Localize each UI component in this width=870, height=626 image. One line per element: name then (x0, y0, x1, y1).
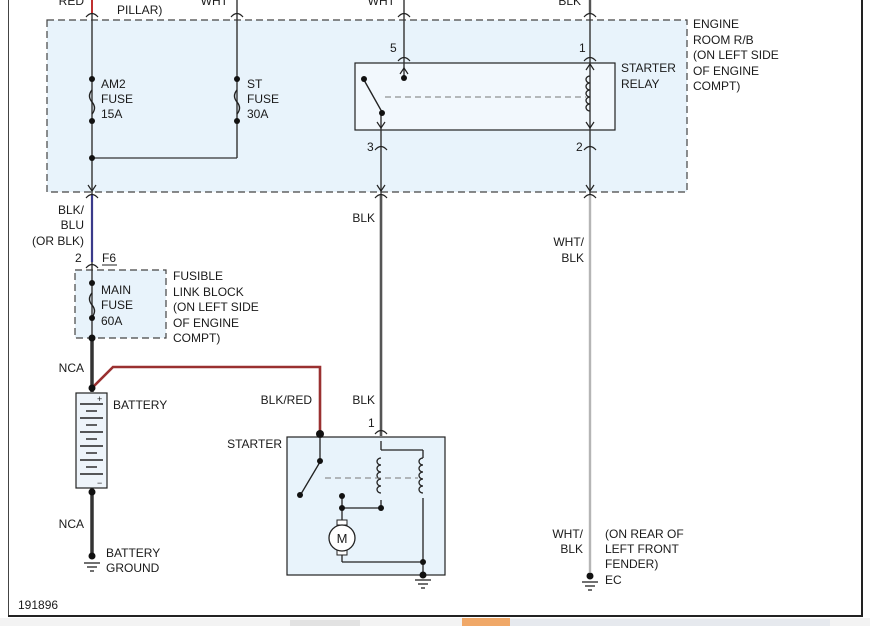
top-label-pillar: PILLAR) (117, 3, 162, 17)
fusible-link-block-label: FUSIBLE LINK BLOCK (ON LEFT SIDE OF ENGI… (173, 269, 259, 345)
svg-text:FUSE: FUSE (247, 92, 279, 106)
ground-icon-ec (582, 572, 598, 591)
ec-ground-location-label: (ON REAR OF LEFT FRONT FENDER) (605, 527, 684, 571)
svg-text:BATTERY: BATTERY (106, 546, 160, 560)
motor-icon (328, 524, 356, 552)
starter-dots (297, 458, 427, 579)
top-label-red: RED (59, 0, 85, 8)
battery-cells (80, 403, 103, 475)
bottom-strip-segment (290, 620, 360, 626)
wire-label-wht-blk-lower: WHT/ BLK (552, 527, 583, 556)
svg-text:BLK: BLK (560, 542, 583, 556)
battery-label: BATTERY (113, 398, 167, 412)
wire-label-blk-starter: BLK (352, 393, 375, 407)
bottom-strip-segment-right (510, 619, 830, 626)
svg-text:COMPT): COMPT) (693, 79, 740, 93)
wire-label-blk-red: BLK/RED (261, 393, 313, 407)
main-fuse-label: MAIN FUSE 60A (101, 283, 133, 328)
bottom-toolbar-strip (0, 618, 870, 626)
junction-dots (88, 76, 324, 496)
svg-text:COMPT): COMPT) (173, 331, 220, 345)
fusible-link-pin-label: 2 (75, 251, 82, 265)
svg-text:GROUND: GROUND (106, 561, 160, 575)
svg-text:ST: ST (247, 77, 263, 91)
svg-text:FUSIBLE: FUSIBLE (173, 269, 223, 283)
relay-contact-top (361, 76, 367, 82)
relay-switch-contact (363, 79, 383, 113)
top-label-wht-2: WHT (368, 0, 396, 8)
svg-text:LINK BLOCK: LINK BLOCK (173, 285, 244, 299)
svg-text:STARTER: STARTER (621, 61, 676, 75)
svg-text:AM2: AM2 (101, 77, 126, 91)
svg-text:(OR BLK): (OR BLK) (32, 234, 84, 248)
relay-pin-3-label: 3 (367, 140, 374, 154)
st-fuse-label: ST FUSE 30A (247, 77, 279, 121)
starter-relay-label: STARTER RELAY (621, 61, 676, 91)
ground-icon-starter (415, 579, 431, 589)
svg-text:FUSE: FUSE (101, 298, 133, 312)
svg-text:(ON REAR OF: (ON REAR OF (605, 527, 684, 541)
svg-text:FENDER): FENDER) (605, 557, 658, 571)
wire-blk-red (91, 365, 322, 433)
ground-icon-battery (84, 552, 100, 572)
svg-text:60A: 60A (101, 314, 122, 328)
svg-text:OF ENGINE: OF ENGINE (173, 316, 239, 330)
wire-label-blk-blu: BLK/ BLU (OR BLK) (32, 203, 85, 248)
svg-text:15A: 15A (101, 107, 122, 121)
starter-coil-1 (376, 457, 382, 494)
wire-label-nca-top: NCA (59, 361, 84, 375)
svg-text:FUSE: FUSE (101, 92, 133, 106)
wire-label-blk-mid: BLK (352, 211, 375, 225)
relay-contact-pin5 (401, 75, 407, 81)
svg-text:OF ENGINE: OF ENGINE (693, 64, 759, 78)
svg-text:(ON LEFT SIDE: (ON LEFT SIDE (173, 300, 259, 314)
am2-fuse-symbol (88, 89, 96, 115)
motor-label: M (337, 531, 348, 546)
svg-text:LEFT FRONT: LEFT FRONT (605, 542, 679, 556)
svg-text:(ON LEFT SIDE: (ON LEFT SIDE (693, 48, 779, 62)
svg-text:ROOM R/B: ROOM R/B (693, 33, 754, 47)
frame-id: 191896 (18, 598, 58, 612)
starter-pin-1-label: 1 (368, 416, 375, 430)
fusible-link-connector-label: F6 (102, 251, 116, 265)
ec-ground-code: EC (605, 573, 622, 587)
svg-text:ENGINE: ENGINE (693, 17, 739, 31)
starter-coil-2 (418, 457, 424, 494)
bottom-strip-tab-orange[interactable] (462, 618, 510, 626)
battery-minus-sign: − (97, 478, 102, 488)
wire-label-wht-blk-upper: WHT/ BLK (553, 235, 584, 265)
battery-ground-label: BATTERY GROUND (106, 546, 160, 575)
svg-text:WHT/: WHT/ (553, 235, 584, 249)
relay-pin-5-label: 5 (390, 41, 397, 55)
svg-text:BLK: BLK (561, 251, 584, 265)
top-label-wht: WHT (201, 0, 229, 8)
svg-text:RELAY: RELAY (621, 77, 659, 91)
starter-label: STARTER (227, 437, 282, 451)
svg-text:MAIN: MAIN (101, 283, 131, 297)
engine-room-rb-label: ENGINE ROOM R/B (ON LEFT SIDE OF ENGINE … (693, 17, 779, 93)
relay-pin-1-label: 1 (579, 41, 586, 55)
battery-body (75, 392, 108, 489)
svg-text:30A: 30A (247, 107, 268, 121)
relay-coil-symbol (585, 75, 591, 112)
top-label-blk: BLK (558, 0, 581, 8)
relay-pin-2-label: 2 (576, 140, 583, 154)
battery-plus-sign: + (97, 394, 102, 404)
connector-arcs (85, 12, 597, 435)
main-fuse-symbol (88, 292, 96, 318)
svg-text:WHT/: WHT/ (552, 527, 583, 541)
am2-fuse-label: AM2 FUSE 15A (101, 77, 133, 121)
motor-brush-top (336, 519, 348, 526)
arrow-marks (87, 62, 595, 193)
relay-contact-pin3 (379, 110, 385, 116)
svg-text:BLK/: BLK/ (58, 203, 85, 217)
st-fuse-symbol (233, 89, 241, 115)
svg-text:BLU: BLU (61, 218, 84, 232)
wire-label-nca-bottom: NCA (59, 517, 84, 531)
